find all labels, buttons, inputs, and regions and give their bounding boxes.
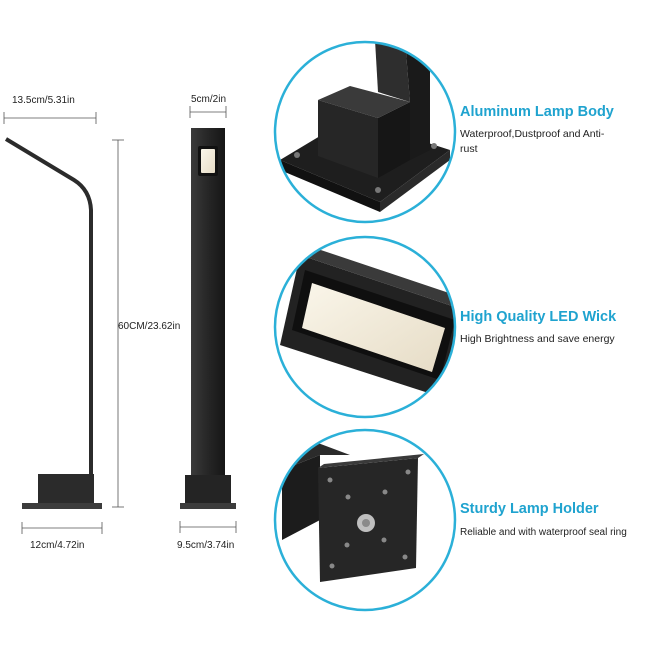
side-view-lamp bbox=[3, 112, 124, 534]
lamp-arm-pole bbox=[4, 137, 93, 505]
front-lamp-base bbox=[185, 475, 231, 507]
feature-desc-lamp-body: Waterproof,Dustproof and Anti-rust bbox=[460, 128, 605, 155]
head-width-label: 5cm/2in bbox=[191, 94, 227, 105]
detail-circle-lamp-body bbox=[273, 40, 457, 224]
detail-circle-lamp-holder bbox=[273, 428, 457, 612]
feature-title-led-wick: High Quality LED Wick bbox=[460, 309, 617, 325]
feature-desc-led-wick: High Brightness and save energy bbox=[460, 333, 615, 345]
feature-title-lamp-body: Aluminum Lamp Body bbox=[460, 104, 614, 120]
detail-circle-led-wick bbox=[273, 235, 457, 419]
front-led-window bbox=[201, 149, 215, 173]
front-view-lamp bbox=[179, 106, 237, 533]
led-strip bbox=[302, 283, 445, 372]
top-width-label: 13.5cm/5.31in bbox=[12, 95, 75, 106]
side-lamp-base bbox=[38, 474, 94, 506]
feature-title-lamp-holder: Sturdy Lamp Holder bbox=[460, 501, 599, 517]
front-lamp-pole bbox=[191, 128, 225, 506]
height-label: 60CM/23.62in bbox=[118, 321, 181, 332]
base-depth-label: 9.5cm/3.74in bbox=[177, 540, 235, 551]
base-width-label: 12cm/4.72in bbox=[30, 540, 85, 551]
feature-desc-lamp-holder: Reliable and with waterproof seal ring bbox=[460, 527, 627, 538]
